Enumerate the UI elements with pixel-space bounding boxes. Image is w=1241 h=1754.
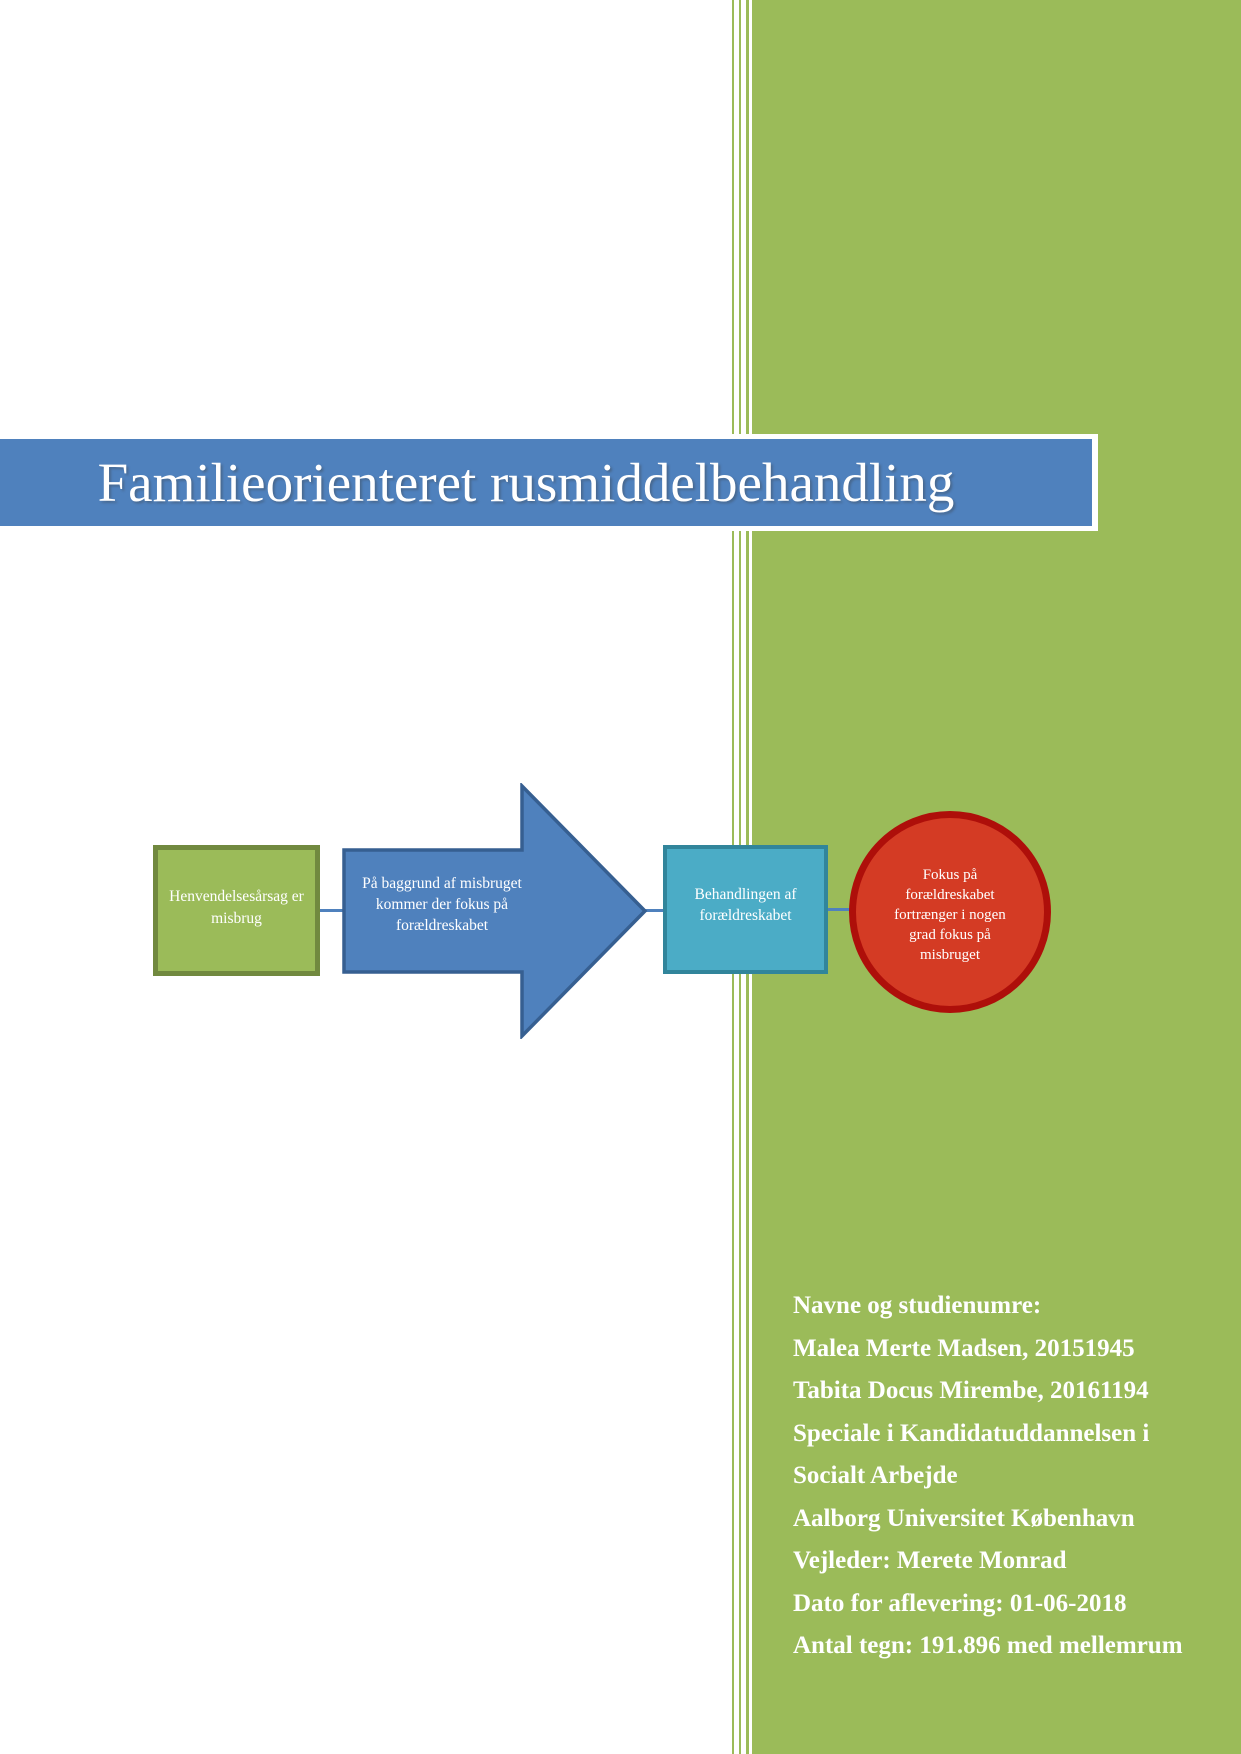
block-arrow-shape (342, 781, 648, 1041)
info-line: Antal tegn: 191.896 med mellemrum (793, 1632, 1183, 1659)
connector-line (319, 909, 343, 912)
info-line: Socialt Arbejde (793, 1462, 958, 1489)
connector-line (645, 909, 665, 912)
diagram-node-outcome-label: Fokus på forældreskabet fortrænger i nog… (894, 867, 1006, 963)
diagram-node-cause-label: Henvendelsesårsag er misbrug (169, 887, 304, 927)
info-line: Tabita Docus Mirembe, 20161194 (793, 1377, 1149, 1404)
info-line: Navne og studienumre: (793, 1292, 1042, 1319)
info-line: Dato for aflevering: 01-06-2018 (793, 1589, 1127, 1617)
diagram-node-treatment-label: Behandlingen af forældreskabet (694, 885, 797, 924)
info-line: Malea Merte Madsen, 20151945 (793, 1334, 1135, 1362)
diagram-node-treatment: Behandlingen af forældreskabet (663, 845, 828, 974)
diagram-node-cause: Henvendelsesårsag er misbrug (153, 845, 320, 976)
title-banner: Familieorienteret rusmiddelbehandling (0, 434, 1098, 531)
right-arrow-icon (342, 781, 648, 1041)
info-line: Aalborg Universitet København (793, 1504, 1135, 1532)
diagram-node-outcome: Fokus på forældreskabet fortrænger i nog… (849, 811, 1051, 1013)
info-line: Speciale i Kandidatuddannelsen i (793, 1419, 1150, 1447)
info-block: Navne og studienumre: Malea Merte Madsen… (793, 1285, 1228, 1668)
page-title: Familieorienteret rusmiddelbehandling (97, 452, 955, 513)
connector-line (826, 908, 853, 911)
diagram-node-arrow-label: På baggrund af misbruget kommer der foku… (362, 874, 522, 934)
info-line: Vejleder: Merete Monrad (793, 1547, 1067, 1574)
